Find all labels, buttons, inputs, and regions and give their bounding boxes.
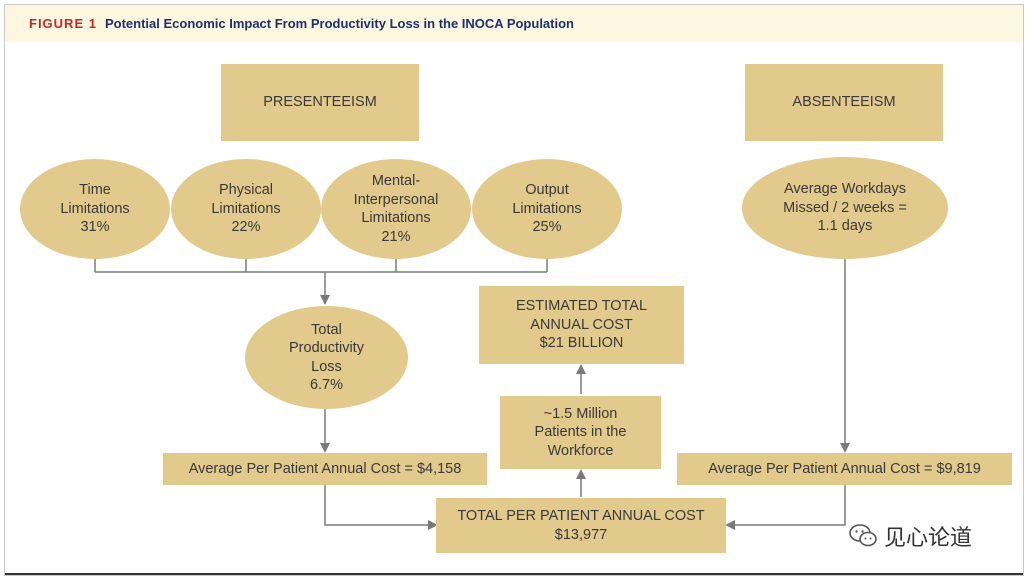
presenteeism-heading: PRESENTEEISM	[221, 64, 419, 141]
absenteeism-cost-box: Average Per Patient Annual Cost = $9,819	[677, 453, 1012, 485]
absenteeism-heading: ABSENTEEISM	[745, 64, 943, 141]
total-productivity-loss-node: Total Productivity Loss 6.7%	[245, 306, 408, 409]
watermark: 见心论道	[848, 520, 972, 552]
bottom-rule	[5, 573, 1023, 575]
figure-label: FIGURE 1	[29, 16, 97, 31]
mental-interpersonal-limitations-node: Mental- Interpersonal Limitations 21%	[321, 159, 471, 259]
figure-header: FIGURE 1 Potential Economic Impact From …	[5, 5, 1023, 42]
presenteeism-cost-box: Average Per Patient Annual Cost = $4,158	[163, 453, 487, 485]
output-limitations-node: Output Limitations 25%	[472, 159, 622, 259]
estimated-total-annual-cost-box: ESTIMATED TOTAL ANNUAL COST $21 BILLION	[479, 286, 684, 364]
presenteeism-heading-label: PRESENTEEISM	[263, 94, 377, 111]
missed-workdays-node: Average Workdays Missed / 2 weeks = 1.1 …	[742, 157, 948, 259]
watermark-text: 见心论道	[884, 526, 973, 551]
patients-in-workforce-box: ~1.5 Million Patients in the Workforce	[500, 396, 661, 469]
total-per-patient-cost-box: TOTAL PER PATIENT ANNUAL COST $13,977	[436, 498, 726, 553]
presenteeism-cost-label: Average Per Patient Annual Cost = $4,158	[188, 460, 462, 477]
wechat-icon	[849, 524, 877, 547]
absenteeism-heading-label: ABSENTEEISM	[792, 94, 896, 111]
arrow-presenteeism-to-total	[324, 485, 438, 530]
arrow-absenteeism-to-total	[725, 485, 846, 530]
figure-title: Potential Economic Impact From Productiv…	[104, 16, 574, 31]
absenteeism-cost-label: Average Per Patient Annual Cost = $9,819	[708, 460, 981, 477]
time-limitations-node: Time Limitations 31%	[20, 159, 170, 259]
physical-limitations-node: Physical Limitations 22%	[171, 159, 321, 259]
